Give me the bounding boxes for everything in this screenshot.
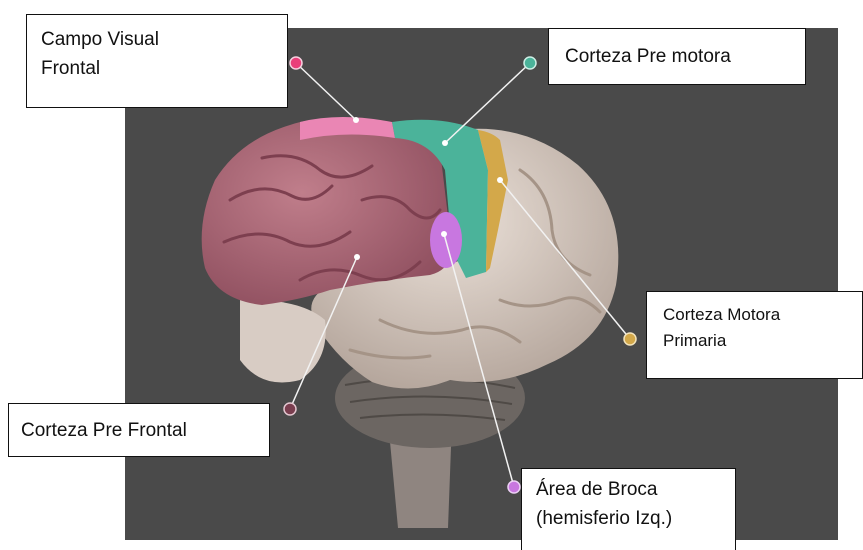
label-text-line2: Frontal: [41, 54, 273, 83]
label-text-line2: Primaria: [663, 328, 846, 354]
dot-corteza-pre-motora: [524, 57, 536, 69]
label-text-line1: Corteza Pre Frontal: [21, 416, 257, 445]
label-text-line1: Corteza Pre motora: [565, 42, 789, 71]
label-corteza-pre-motora: Corteza Pre motora: [548, 28, 806, 85]
label-text-line1: Corteza Motora: [663, 302, 846, 328]
lower-frontal-tissue: [240, 300, 326, 383]
dot-campo-visual-frontal: [290, 57, 302, 69]
dot-corteza-motora-primaria: [624, 333, 636, 345]
label-area-de-broca: Área de Broca (hemisferio Izq.): [521, 468, 736, 550]
label-text-line2: (hemisferio Izq.): [536, 504, 721, 533]
dot-corteza-pre-frontal: [284, 403, 296, 415]
dot-area-de-broca: [508, 481, 520, 493]
label-campo-visual-frontal: Campo Visual Frontal: [26, 14, 288, 108]
label-corteza-pre-frontal: Corteza Pre Frontal: [8, 403, 270, 457]
label-text-line1: Campo Visual: [41, 25, 273, 54]
leader-campo-visual-frontal: [296, 63, 356, 120]
label-corteza-motora-primaria: Corteza Motora Primaria: [646, 291, 863, 379]
label-text-line1: Área de Broca: [536, 475, 721, 504]
